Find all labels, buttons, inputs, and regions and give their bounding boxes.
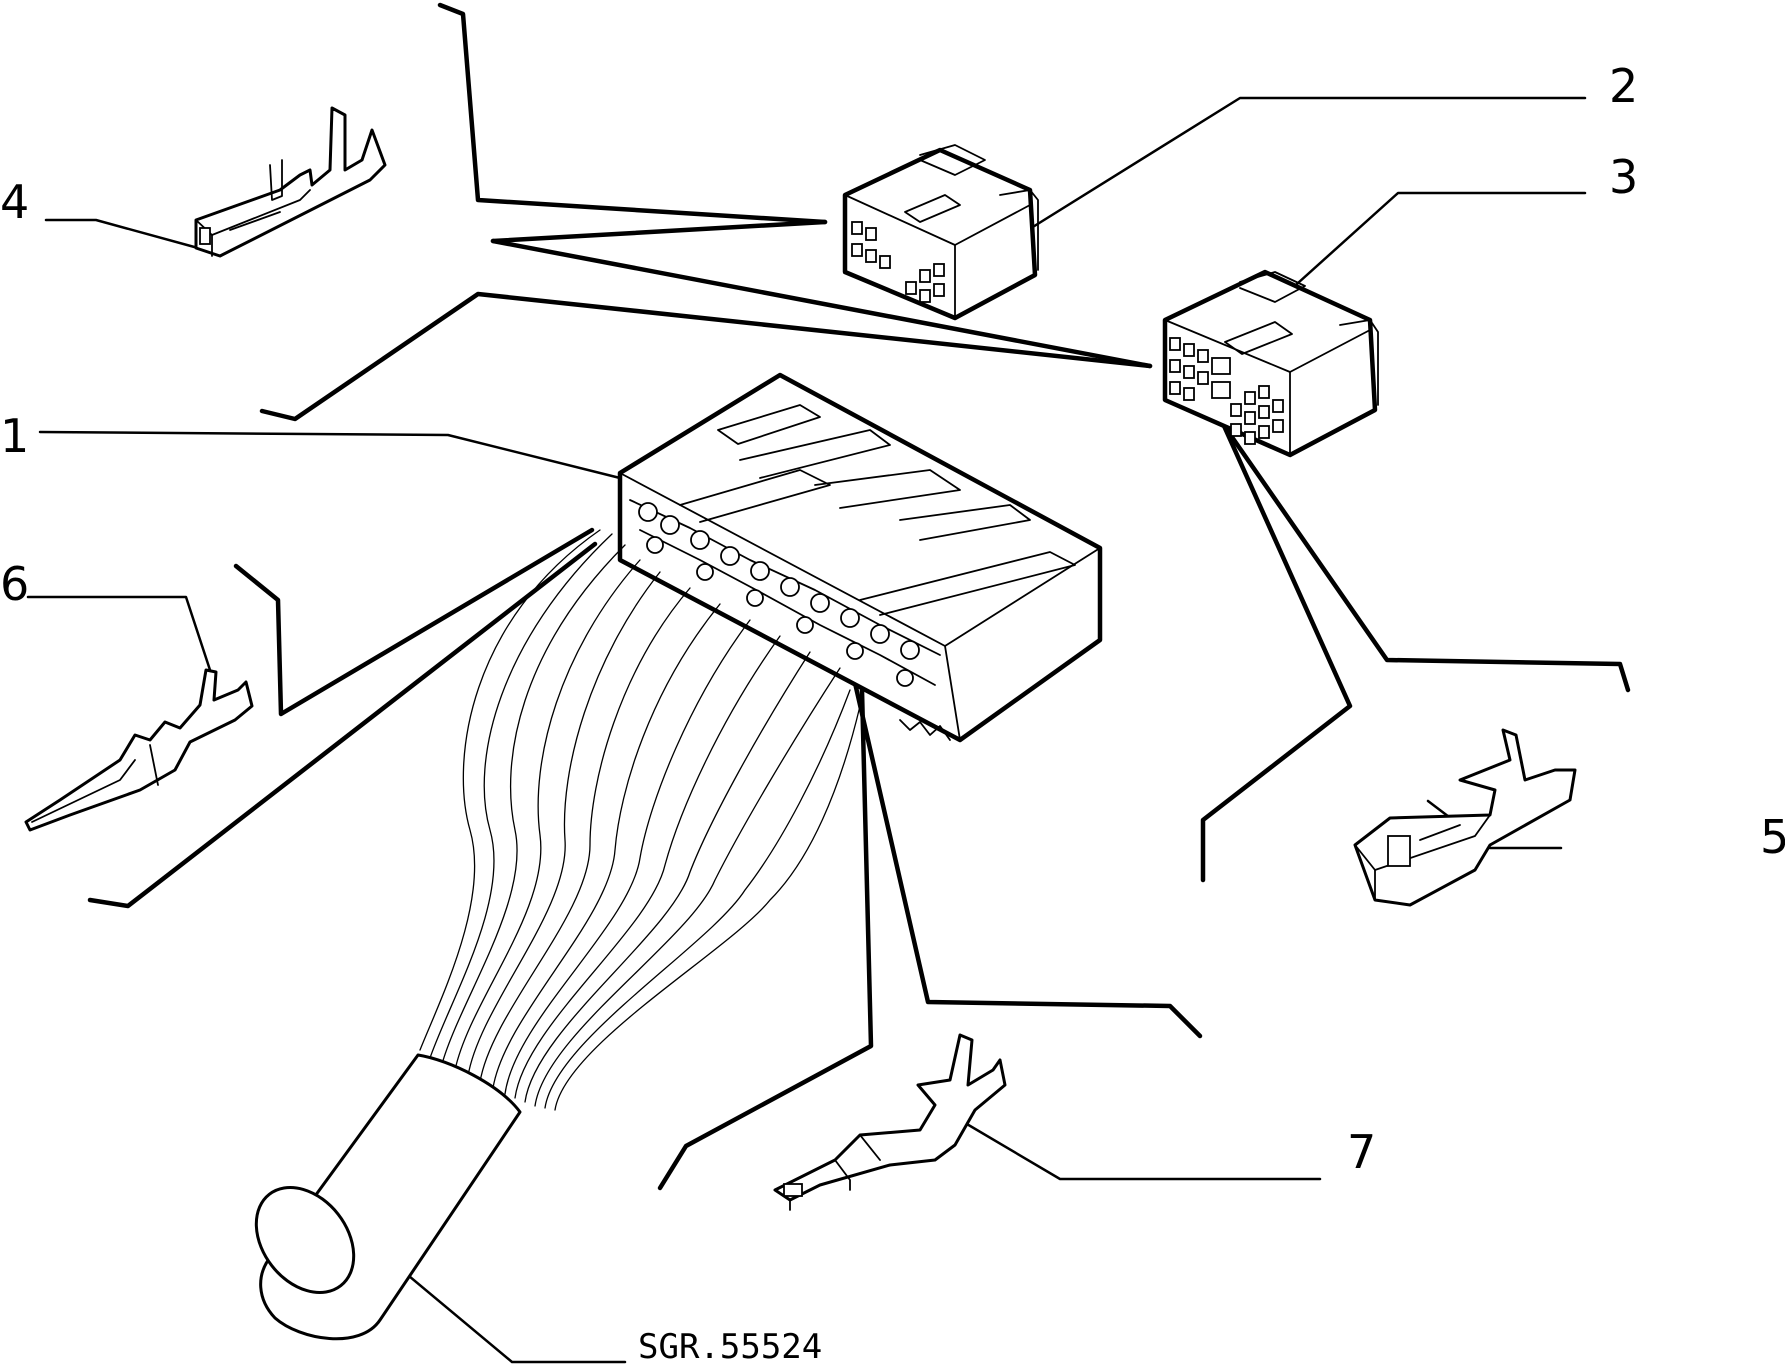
main-harness-connector — [617, 372, 1103, 743]
callout-4: 4 — [0, 175, 29, 229]
callout-3: 3 — [1609, 150, 1638, 204]
callout-2: 2 — [1609, 59, 1638, 113]
connector-housing-10-way — [842, 144, 1039, 321]
female-terminal-4 — [194, 106, 387, 258]
assembly-leader-lines — [87, 2, 1631, 1191]
housing-10-way-cavities — [851, 221, 945, 303]
callout-1: 1 — [0, 409, 29, 463]
callout-5: 5 — [1760, 810, 1785, 864]
male-blade-terminal-7 — [773, 1033, 1007, 1211]
connector-front-cavities — [638, 502, 920, 687]
callout-numbers: 1 2 3 4 5 6 7 — [0, 59, 1785, 1179]
housing-20-way-cavities — [1169, 337, 1284, 445]
drawing-reference-code: SGR.55524 — [638, 1327, 822, 1364]
connector-housing-20-way — [1162, 269, 1379, 458]
female-terminal-5 — [1353, 728, 1577, 907]
callout-6: 6 — [0, 557, 29, 611]
male-pin-terminal-6 — [24, 668, 254, 832]
cable-end — [254, 1185, 356, 1295]
callout-7: 7 — [1347, 1125, 1376, 1179]
wire-bundle — [254, 529, 861, 1341]
callout-leader-lines — [26, 96, 1587, 1364]
